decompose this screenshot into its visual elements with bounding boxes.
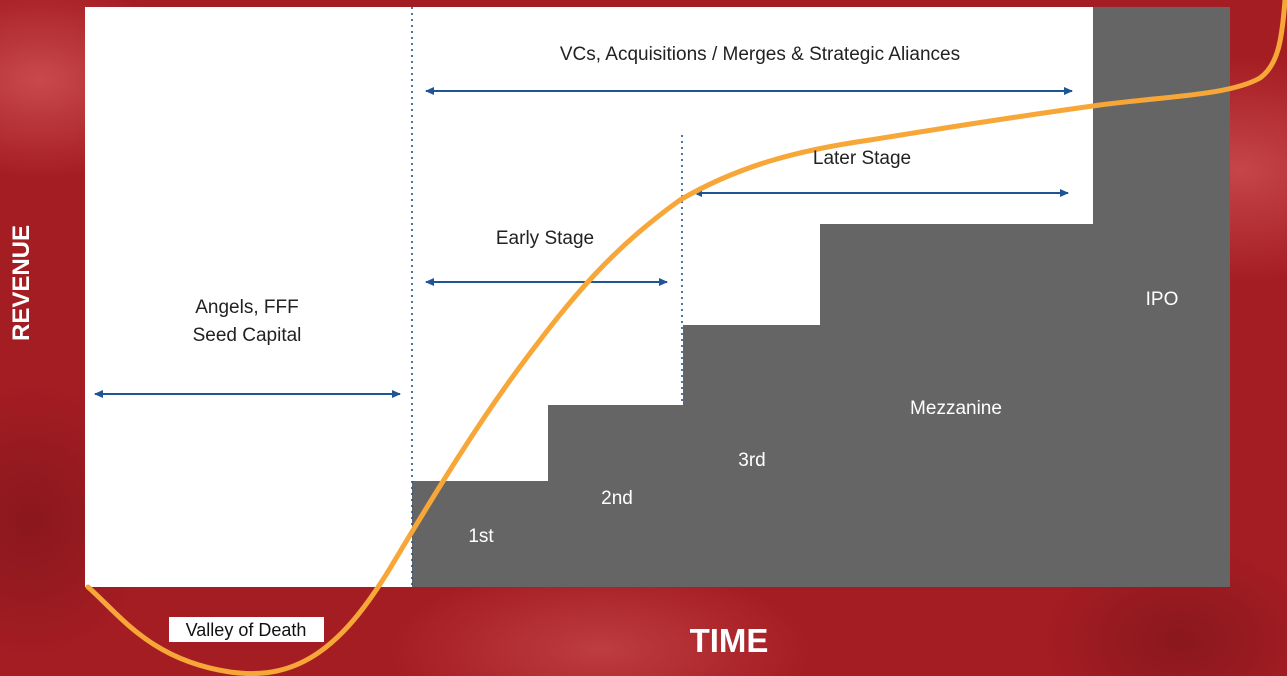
y-axis-title: REVENUE [8, 225, 35, 341]
label-angels: Angels, FFF [195, 297, 298, 318]
label-seed-capital: Seed Capital [193, 325, 302, 346]
valley-label-box [169, 617, 324, 642]
label-second: 2nd [601, 488, 633, 509]
revenue-curve [85, 0, 1287, 676]
label-first: 1st [468, 526, 494, 547]
label-mezzanine: Mezzanine [910, 398, 1002, 419]
label-third: 3rd [738, 450, 765, 471]
label-valley-of-death: Valley of Death [186, 620, 307, 640]
x-axis-title: TIME [690, 622, 769, 659]
label-later-stage: Later Stage [813, 148, 911, 169]
label-vcs-acquisitions: VCs, Acquisitions / Merges & Strategic A… [560, 44, 960, 65]
funding-steps [412, 7, 1230, 587]
label-early-stage: Early Stage [496, 228, 594, 249]
label-ipo: IPO [1146, 289, 1179, 310]
